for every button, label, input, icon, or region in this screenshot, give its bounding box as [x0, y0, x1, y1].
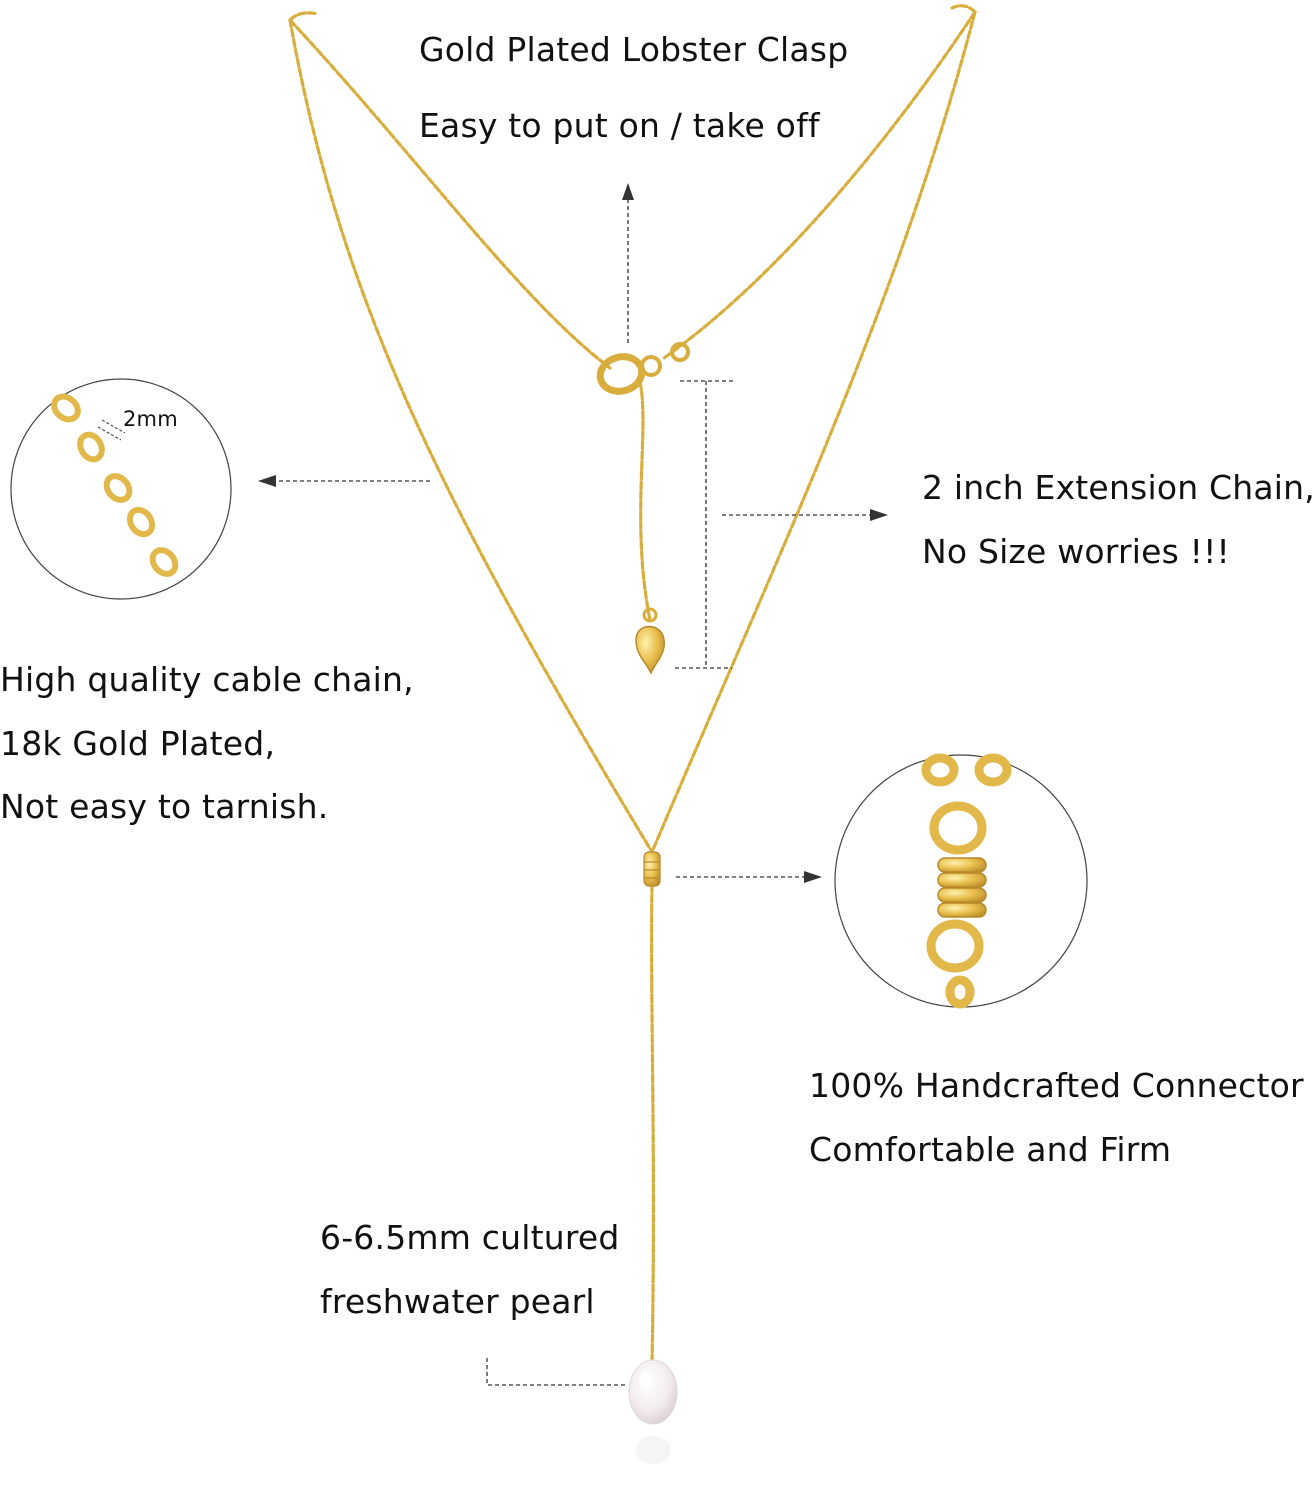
arrow-up-icon — [622, 183, 634, 200]
connector-label-title: 100% Handcrafted Connector — [809, 1066, 1304, 1105]
connector-label-subtitle: Comfortable and Firm — [809, 1130, 1172, 1169]
arrow-heads — [258, 183, 888, 883]
extension-chain — [638, 380, 652, 622]
leader-lines — [275, 195, 872, 1386]
chain-right-outer — [650, 10, 977, 854]
heart-tag-icon — [635, 607, 665, 676]
chain-label-line1: High quality cable chain, — [0, 660, 414, 699]
chain-zoom-circle — [10, 378, 232, 600]
arrow-left-icon — [258, 475, 276, 487]
arrow-right-icon — [804, 871, 822, 883]
chain-left-outer — [288, 18, 654, 854]
pearl-label-line1: 6-6.5mm cultured — [320, 1218, 620, 1257]
chain-left-inner — [288, 18, 612, 370]
pearl-label-line2: freshwater pearl — [320, 1282, 595, 1321]
pendant-drop-chain — [649, 883, 656, 1367]
connector-zoom-circle — [834, 753, 1088, 1009]
chain-top-right-curl — [950, 4, 977, 14]
clasp-label-title: Gold Plated Lobster Clasp — [419, 30, 849, 69]
chain-label-line3: Not easy to tarnish. — [0, 787, 329, 826]
y-connector-icon — [643, 851, 661, 887]
chain-right-inner — [662, 10, 977, 360]
extension-label-title: 2 inch Extension Chain, — [922, 468, 1315, 507]
arrow-right-icon — [870, 509, 888, 521]
chain-top-left-curl — [288, 11, 320, 22]
pearl-leader-line — [486, 1358, 626, 1386]
necklace-chain — [288, 4, 977, 1367]
link-size-label: 2mm — [123, 407, 178, 431]
clasp-label-subtitle: Easy to put on / take off — [419, 106, 820, 145]
pearl-icon — [628, 1359, 678, 1464]
lobster-clasp-icon — [596, 342, 690, 395]
chain-label-line2: 18k Gold Plated, — [0, 724, 276, 763]
extension-label-subtitle: No Size worries !!! — [922, 532, 1230, 571]
